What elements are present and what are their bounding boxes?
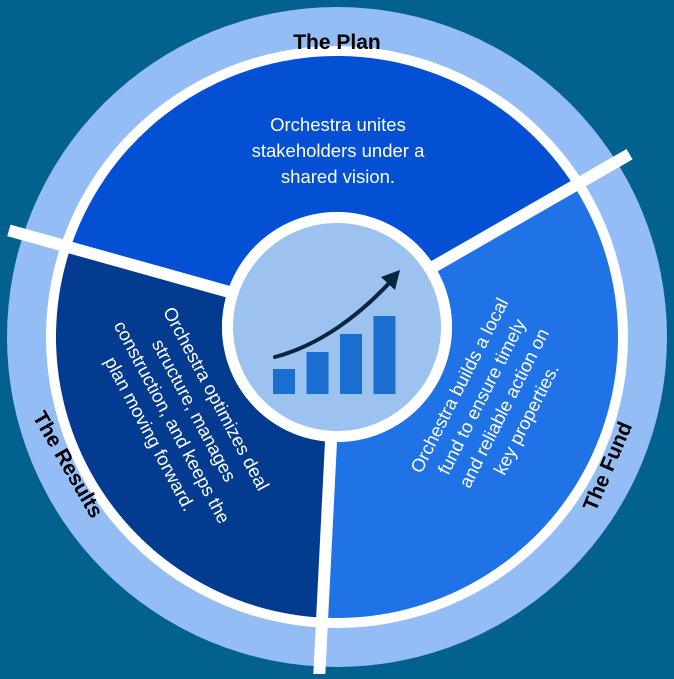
chart-bar <box>340 334 362 394</box>
separator-results-plan <box>7 224 232 298</box>
growth-chart-icon <box>273 270 400 394</box>
chart-bar <box>273 369 295 394</box>
segment-separators <box>7 148 633 679</box>
plan-description: Orchestra unites stakeholders under a sh… <box>252 114 425 187</box>
chart-bar <box>373 316 396 394</box>
separator-fund-results <box>313 439 338 679</box>
separator-plan-fund <box>429 148 633 273</box>
label-the-plan: The Plan <box>293 31 381 54</box>
segment-fund <box>322 188 618 619</box>
segment-plan <box>69 56 576 292</box>
plan-text-line: Orchestra unites <box>270 114 406 135</box>
trend-arrow-line <box>273 278 394 359</box>
chart-bar <box>306 352 329 394</box>
plan-text-line: shared vision. <box>281 166 395 187</box>
segment-results <box>55 250 331 618</box>
plan-text-line: stakeholders under a <box>252 140 425 161</box>
trend-arrow-head-icon <box>381 270 400 290</box>
